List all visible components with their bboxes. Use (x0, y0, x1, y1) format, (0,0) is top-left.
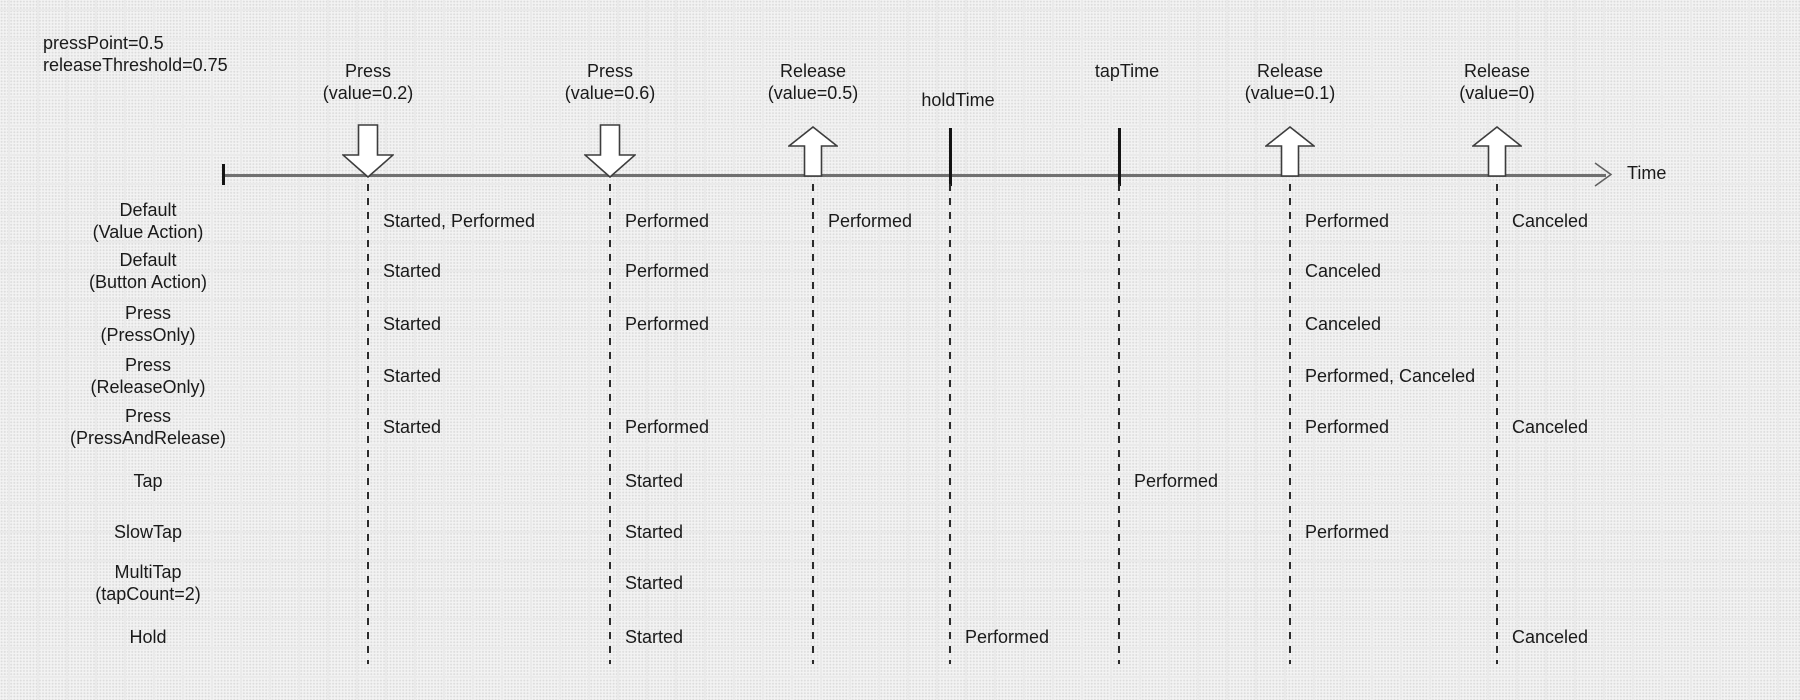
row-label-line: (PressOnly) (100, 325, 196, 345)
parameters-note: pressPoint=0.5 releaseThreshold=0.75 (43, 32, 228, 76)
row-label-7: MultiTap(tapCount=2) (8, 561, 288, 605)
event-label-release-01: Release(value=0.1) (1245, 60, 1336, 104)
phase-cell: Started (383, 417, 442, 437)
time-tick-marker-hold-time (948, 128, 952, 186)
event-dashed-line-press-06 (609, 184, 611, 664)
phase-cell: Canceled (1305, 314, 1382, 334)
event-label-line: (value=0) (1459, 83, 1535, 103)
phase-cell: Performed (828, 211, 913, 231)
time-axis-arrowhead-icon (1594, 162, 1613, 187)
press-arrow-down-icon (584, 124, 636, 178)
event-dashed-line-release-01 (1289, 184, 1291, 664)
row-label-line: SlowTap (113, 522, 183, 542)
row-label-line: Default (119, 250, 177, 270)
event-label-tap-time: tapTime (1095, 60, 1159, 82)
time-tick-marker-tap-time (1117, 128, 1121, 186)
row-label-5: Tap (8, 470, 288, 492)
row-label-0: Default(Value Action) (8, 199, 288, 243)
event-dashed-line-press-02 (367, 184, 369, 664)
event-label-press-02: Press(value=0.2) (323, 60, 414, 104)
row-label-line: (ReleaseOnly) (90, 377, 206, 397)
row-label-3: Press(ReleaseOnly) (8, 354, 288, 398)
event-label-line: Release (1463, 61, 1531, 81)
event-dashed-line-release-0 (1496, 184, 1498, 664)
phase-cell: Performed (625, 211, 710, 231)
phase-cell: Canceled (1512, 211, 1589, 231)
phase-cell: Started (383, 314, 442, 334)
row-label-line: (Value Action) (92, 222, 204, 242)
phase-cell: Performed (1305, 417, 1390, 437)
time-axis-label: Time (1627, 163, 1667, 183)
event-label-line: (value=0.5) (767, 83, 859, 103)
event-dashed-line-hold-time (949, 184, 951, 664)
phase-cell: Started (625, 627, 684, 647)
event-label-release-0: Release(value=0) (1459, 60, 1535, 104)
press-arrow-down-icon (342, 124, 394, 178)
phase-cell: Started (625, 573, 684, 593)
row-label-line: Press (124, 303, 171, 323)
phase-cell: Started (383, 261, 442, 281)
phase-cell: Started, Performed (383, 211, 536, 231)
event-label-line: (value=0.6) (564, 83, 656, 103)
event-label-line: Release (1256, 61, 1324, 81)
row-label-1: Default(Button Action) (8, 249, 288, 293)
release-arrow-up-icon (1265, 126, 1315, 177)
event-label-line: (value=0.2) (322, 83, 414, 103)
phase-cell: Started (625, 522, 684, 542)
event-dashed-line-tap-time (1118, 184, 1120, 664)
phase-cell: Performed (965, 627, 1050, 647)
row-label-line: MultiTap (114, 562, 182, 582)
row-label-line: (tapCount=2) (95, 584, 201, 604)
time-axis-line (223, 174, 1606, 177)
row-label-2: Press(PressOnly) (8, 302, 288, 346)
row-label-line: Tap (133, 471, 163, 491)
event-label-line: (value=0.1) (1244, 83, 1336, 103)
row-label-line: (PressAndRelease) (69, 428, 227, 448)
phase-cell: Performed (1134, 471, 1219, 491)
phase-cell: Performed, Canceled (1305, 366, 1476, 386)
row-label-line: Press (124, 406, 171, 426)
release-arrow-up-icon (1472, 126, 1522, 177)
event-label-line: Press (344, 61, 391, 81)
phase-cell: Started (383, 366, 442, 386)
phase-cell: Performed (625, 261, 710, 281)
row-label-line: Default (119, 200, 177, 220)
row-label-line: (Button Action) (88, 272, 208, 292)
phase-cell: Started (625, 471, 684, 491)
phase-cell: Canceled (1512, 417, 1589, 437)
row-label-line: Press (124, 355, 171, 375)
event-label-release-05: Release(value=0.5) (768, 60, 859, 104)
release-arrow-up-icon (788, 126, 838, 177)
event-label-line: holdTime (921, 90, 995, 110)
press-point-param: pressPoint=0.5 (43, 33, 164, 53)
phase-cell: Performed (1305, 211, 1390, 231)
row-label-line: Hold (129, 627, 167, 647)
time-axis-start-tick (222, 164, 225, 185)
phase-cell: Performed (625, 417, 710, 437)
row-label-4: Press(PressAndRelease) (8, 405, 288, 449)
event-label-line: Press (586, 61, 633, 81)
event-label-line: Release (779, 61, 847, 81)
phase-cell: Canceled (1512, 627, 1589, 647)
release-threshold-param: releaseThreshold=0.75 (43, 55, 228, 75)
row-label-6: SlowTap (8, 521, 288, 543)
event-dashed-line-release-05 (812, 184, 814, 664)
phase-cell: Performed (1305, 522, 1390, 542)
event-label-press-06: Press(value=0.6) (565, 60, 656, 104)
row-label-8: Hold (8, 626, 288, 648)
phase-cell: Canceled (1305, 261, 1382, 281)
event-label-line: tapTime (1094, 61, 1160, 81)
phase-cell: Performed (625, 314, 710, 334)
event-label-hold-time: holdTime (921, 89, 994, 111)
